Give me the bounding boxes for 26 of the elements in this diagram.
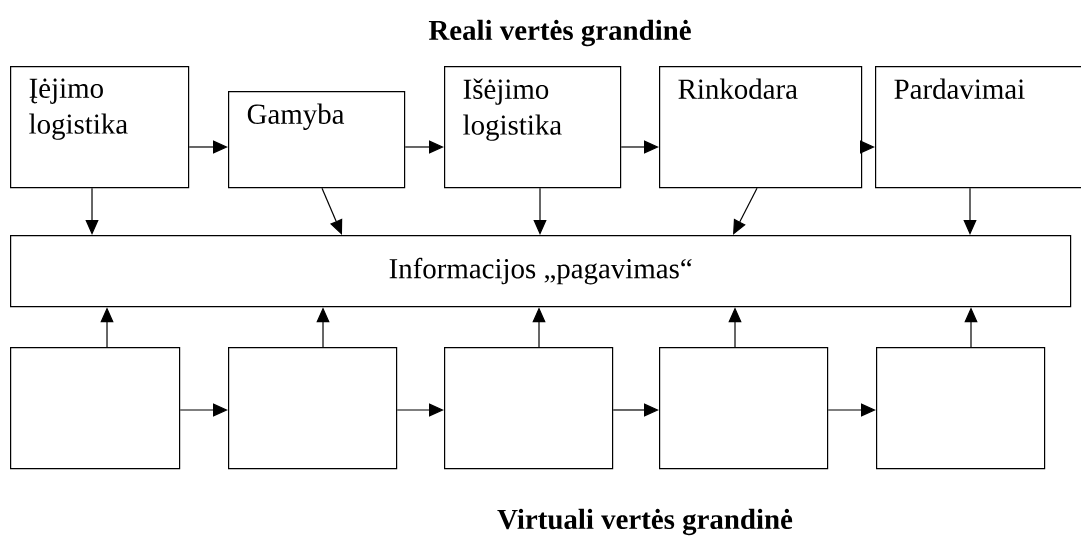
empty-box [10, 347, 181, 470]
arrow [620, 140, 659, 154]
arrow [827, 403, 876, 417]
empty-box [876, 347, 1046, 470]
arrow [963, 187, 977, 235]
process-box: Išėjimo logistika [444, 66, 622, 189]
process-box: Rinkodara [659, 66, 863, 189]
info-box: Informacijos „pagavimas“ [10, 235, 1072, 308]
empty-box [444, 347, 614, 470]
empty-box [659, 347, 829, 470]
process-box: Gamyba [228, 91, 406, 189]
arrow [396, 403, 444, 417]
process-box: Įėjimo logistika [10, 66, 190, 189]
process-box: Pardavimai [875, 66, 1081, 189]
arrow [188, 140, 228, 154]
arrow [404, 140, 444, 154]
caption: Virtuali vertės grandinė [497, 508, 793, 536]
arrow [859, 140, 875, 154]
empty-box [228, 347, 398, 470]
arrow [85, 187, 99, 235]
heading: Reali vertės grandinė [428, 19, 691, 47]
arrow [733, 187, 758, 235]
arrow [612, 403, 659, 417]
arrow [179, 403, 228, 417]
arrow [533, 187, 547, 235]
arrow [321, 187, 343, 235]
